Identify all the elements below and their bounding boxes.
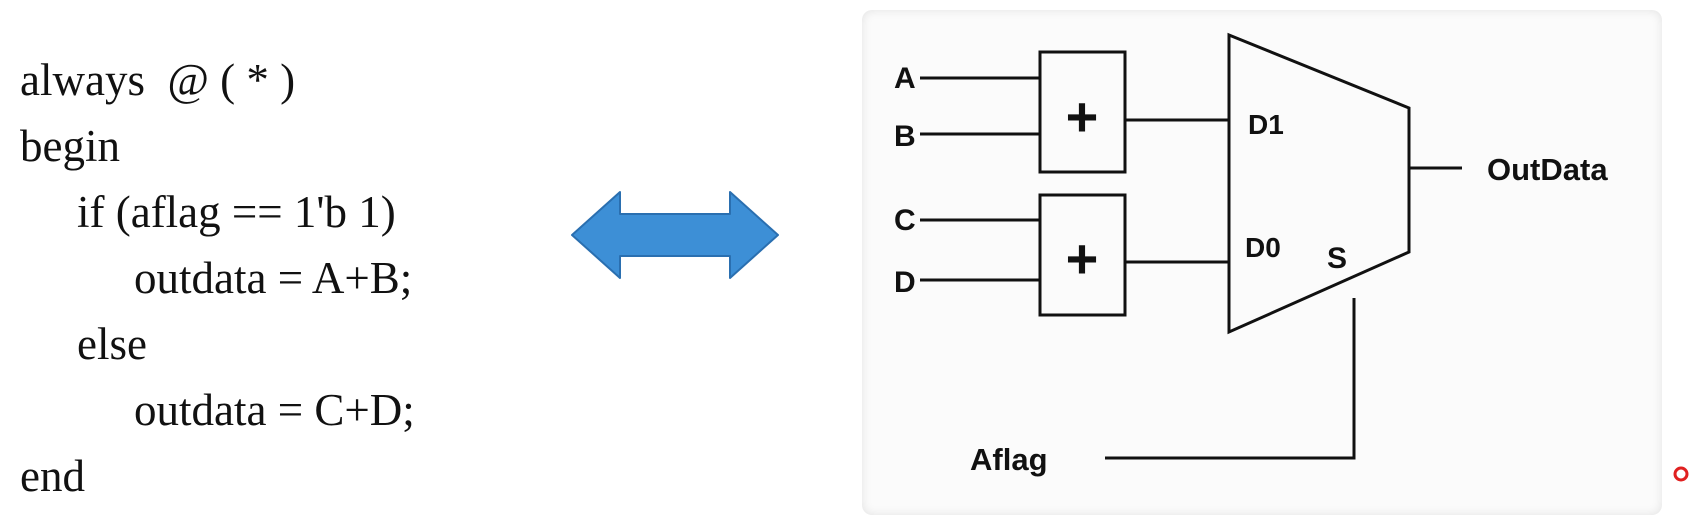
multiplexer-shape: [1227, 32, 1411, 335]
input-label-a: A: [894, 62, 916, 95]
mux-label-select: S: [1327, 242, 1347, 275]
verilog-code-block: always @ ( * ) begin if (aflag == 1'b 1)…: [20, 52, 540, 512]
input-label-b: B: [894, 120, 916, 153]
adder-cd-symbol: +: [1066, 227, 1099, 290]
input-label-d: D: [894, 266, 916, 299]
code-line-assign-cd: outdata = C+D;: [134, 385, 415, 435]
mux-label-d0: D0: [1245, 232, 1281, 263]
control-label-aflag: Aflag: [970, 442, 1048, 477]
circuit-diagram: + + A B C D D1 D0 S OutData Aflag: [862, 10, 1662, 515]
adder-ab-symbol: +: [1066, 85, 1099, 148]
code-line-end: end: [20, 451, 85, 501]
adder-cd-box: [1038, 193, 1127, 317]
code-line-begin: begin: [20, 121, 120, 171]
mux-label-d1: D1: [1248, 109, 1284, 140]
double-headed-arrow-icon: [570, 190, 780, 280]
record-dot-icon: [1671, 464, 1691, 484]
code-line-else: else: [77, 319, 147, 369]
circuit-svg: + + A B C D D1 D0 S OutData Aflag: [894, 32, 1608, 477]
code-line-always: always @ ( * ): [20, 55, 296, 105]
wire-aflag: [1105, 298, 1356, 460]
code-line-assign-ab: outdata = A+B;: [134, 253, 413, 303]
code-line-if: if (aflag == 1'b 1): [77, 187, 396, 237]
output-label: OutData: [1487, 152, 1608, 187]
adder-ab-box: [1038, 50, 1127, 174]
input-label-c: C: [894, 204, 916, 237]
